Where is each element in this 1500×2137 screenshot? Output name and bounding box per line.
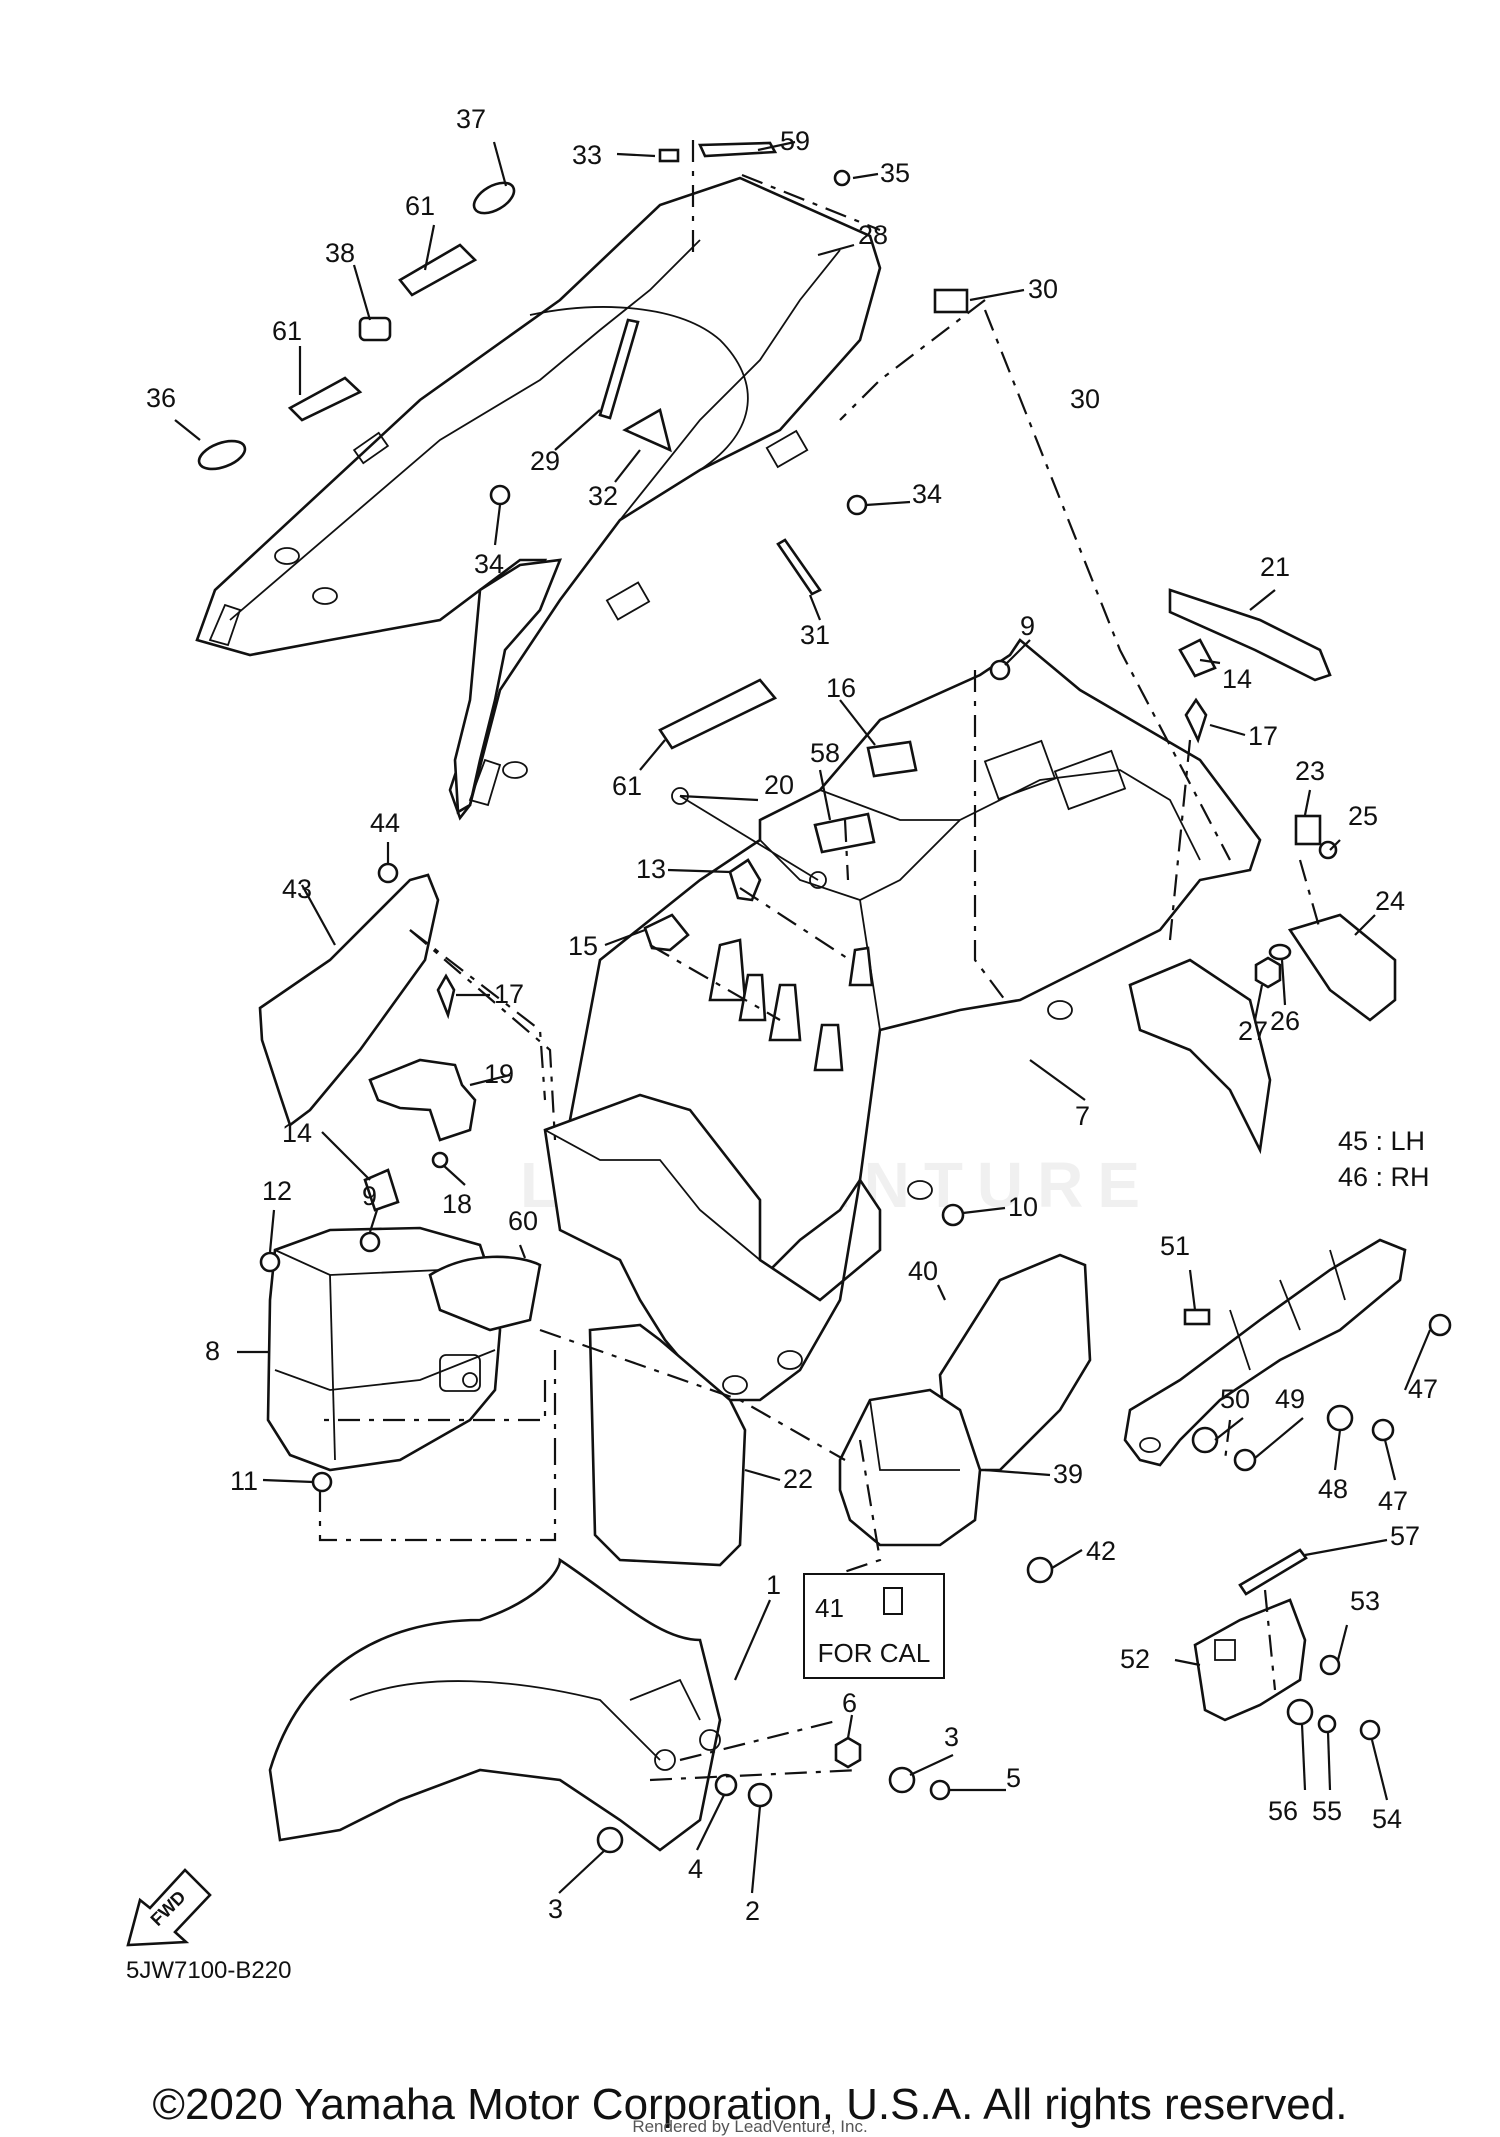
part-label: 44 [370, 808, 400, 838]
part-label: 35 [880, 158, 910, 188]
part-label: 15 [568, 931, 598, 961]
plate-22 [588, 1323, 747, 1567]
assembly-lines [318, 140, 1322, 1782]
part-label: 58 [810, 738, 840, 768]
flap-39-40 [838, 1253, 1092, 1547]
part-label: 20 [764, 770, 794, 800]
bracket-52 [1193, 1598, 1307, 1722]
part-label: 19 [484, 1059, 514, 1089]
part-label: 45 : LH [1338, 1126, 1425, 1156]
part-label: 6 [842, 1688, 857, 1718]
part-label: 47 [1408, 1374, 1438, 1404]
part-label: 18 [442, 1189, 472, 1219]
part-label: 29 [530, 446, 560, 476]
part-label: 34 [474, 549, 504, 579]
part-label: 24 [1375, 886, 1405, 916]
part-label: 61 [272, 316, 302, 346]
tail-cowl-assembly [195, 176, 882, 821]
part-label: 42 [1086, 1536, 1116, 1566]
part-label: 54 [1372, 1804, 1402, 1834]
part-label: 27 [1238, 1016, 1268, 1046]
part-label: 4 [688, 1854, 703, 1884]
bracket-19 [368, 1058, 477, 1142]
small-hardware [197, 141, 1452, 1854]
drawing-code: 5JW7100-B220 [126, 1957, 292, 1984]
part-label: 23 [1295, 756, 1325, 786]
for-cal-part-number: 41 [815, 1593, 844, 1623]
bracket-45-46 [1123, 1238, 1407, 1467]
part-label: 9 [1020, 611, 1035, 641]
part-label: 36 [146, 383, 176, 413]
part-label: 37 [456, 104, 486, 134]
part-label: 33 [572, 140, 602, 170]
part-label: 48 [1318, 1474, 1348, 1504]
part-label: 14 [282, 1118, 312, 1148]
part-label: 2 [745, 1896, 760, 1926]
part-label: 10 [1008, 1192, 1038, 1222]
for-cal-box: 41 FOR CAL [803, 1573, 945, 1679]
part-label: 22 [783, 1464, 813, 1494]
rear-fender-assembly [543, 638, 1272, 1402]
part-label: 59 [780, 126, 810, 156]
part-label: 17 [494, 979, 524, 1009]
part-label: 26 [1270, 1006, 1300, 1036]
part-label: 56 [1268, 1796, 1298, 1826]
copyright-notice: ©2020 Yamaha Motor Corporation, U.S.A. A… [152, 2080, 1348, 2129]
part-label: 25 [1348, 801, 1378, 831]
part-label: 32 [588, 481, 618, 511]
side-cover-43 [258, 873, 440, 1128]
part-label: 9 [362, 1181, 377, 1211]
fwd-arrow-icon: FWD [126, 1868, 212, 1947]
part-label: 16 [826, 673, 856, 703]
part-label: 31 [800, 620, 830, 650]
part-label: 38 [325, 238, 355, 268]
part-label: 21 [1260, 552, 1290, 582]
part-number-labels: 37 33 59 35 61 28 38 30 61 30 36 29 32 3… [146, 104, 1438, 1926]
part-label: 55 [1312, 1796, 1342, 1826]
front-fender [268, 1557, 722, 1852]
part-label: 46 : RH [1338, 1162, 1430, 1192]
part-label: 3 [944, 1722, 959, 1752]
leader-lines [174, 140, 1432, 1894]
part-label: 12 [262, 1176, 292, 1206]
part-label: 50 [1220, 1384, 1250, 1414]
for-cal-part-icon [883, 1587, 903, 1615]
part-label: 61 [612, 771, 642, 801]
part-label: 52 [1120, 1644, 1150, 1674]
part-label: 7 [1075, 1101, 1090, 1131]
part-label: 14 [1222, 664, 1252, 694]
part-label: 61 [405, 191, 435, 221]
part-label: 40 [908, 1256, 938, 1286]
part-label: 57 [1390, 1521, 1420, 1551]
part-label: 43 [282, 874, 312, 904]
part-label: 17 [1248, 721, 1278, 751]
part-label: 3 [548, 1894, 563, 1924]
part-label: 53 [1350, 1586, 1380, 1616]
part-label: 1 [766, 1570, 781, 1600]
part-label: 39 [1053, 1459, 1083, 1489]
rendered-by-note: Rendered by LeadVenture, Inc. [632, 2117, 868, 2136]
part-label: 30 [1028, 274, 1058, 304]
part-label: 47 [1378, 1486, 1408, 1516]
part-label: 49 [1275, 1384, 1305, 1414]
part-label: 11 [230, 1466, 258, 1496]
part-label: 28 [858, 220, 888, 250]
for-cal-label: FOR CAL [817, 1638, 931, 1668]
part-label: 13 [636, 854, 666, 884]
part-label: 30 [1070, 384, 1100, 414]
part-label: 5 [1006, 1763, 1021, 1793]
part-label: 34 [912, 479, 942, 509]
part-label: 8 [205, 1336, 220, 1366]
part-label: 51 [1160, 1231, 1190, 1261]
part-label: 60 [508, 1206, 538, 1236]
